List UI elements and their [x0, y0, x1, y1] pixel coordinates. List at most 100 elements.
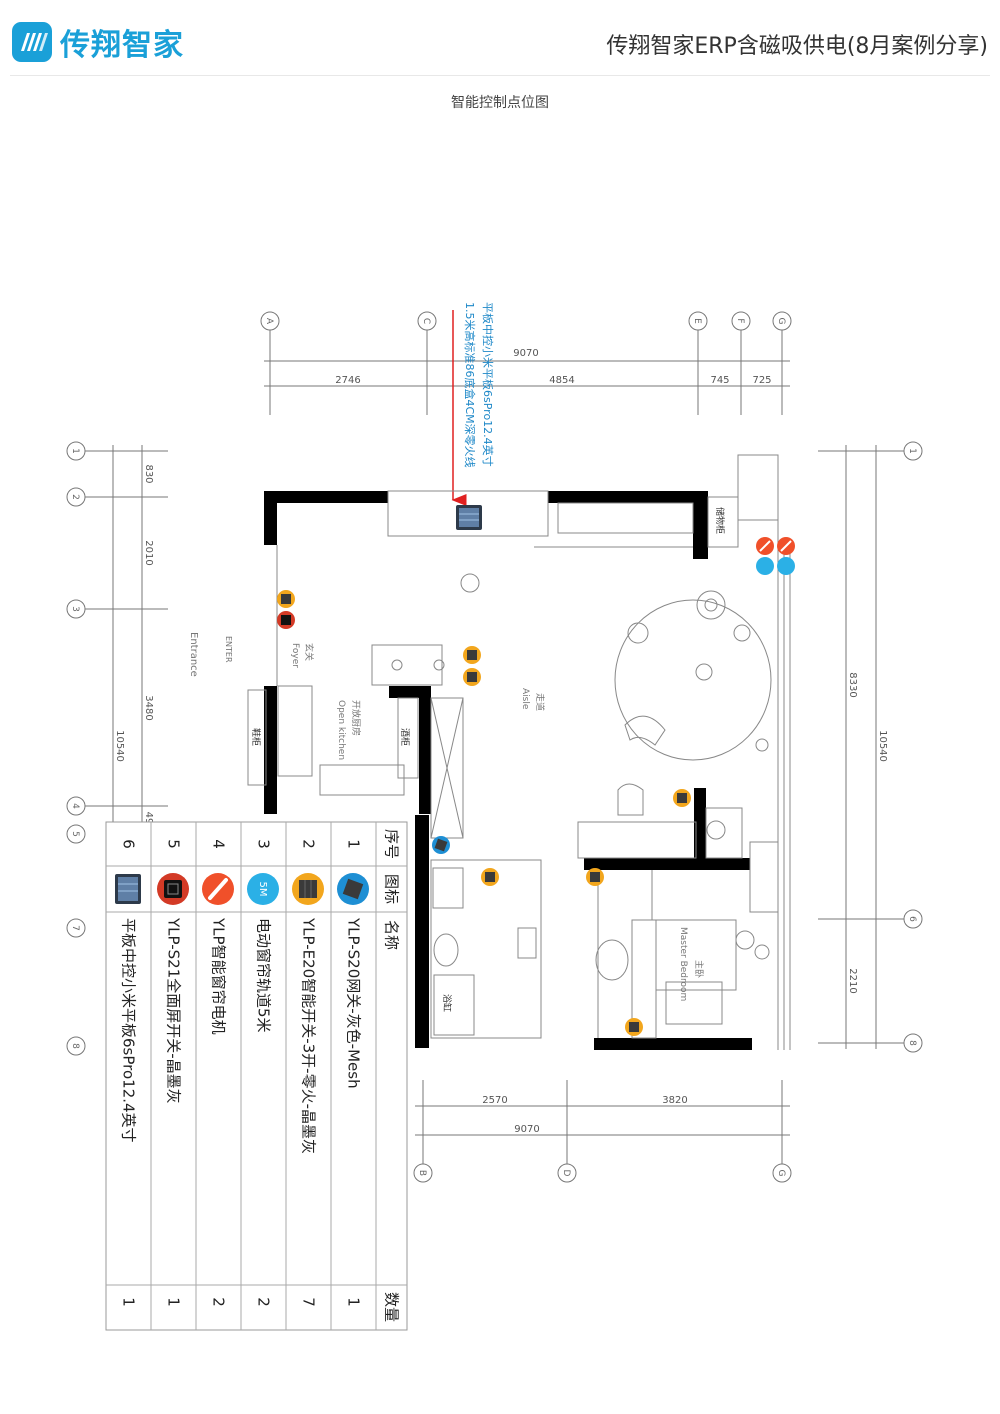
tablet-icon: [115, 874, 141, 904]
bottom-axis-label-b: B: [417, 1170, 427, 1176]
room-label-open-kitchen-cn: 开放厨房: [350, 700, 362, 736]
legend-row-index: 6: [120, 839, 138, 849]
room-label-storage-cabinet: 储物柜: [714, 507, 726, 534]
dim-left-part-4: 49: [143, 812, 154, 825]
room-label-aisle-cn: 走道: [534, 693, 546, 711]
dim-left-total: 10540: [114, 730, 125, 762]
legend-header-index: 序号: [383, 829, 401, 859]
top-dimensions: [264, 360, 790, 387]
brand-logo[interactable]: 传翔智家: [12, 20, 184, 64]
brand-logo-icon: [12, 22, 52, 62]
brand-name: 传翔智家: [60, 28, 184, 63]
device-markers: [277, 505, 795, 1036]
walls: [264, 491, 752, 1050]
room-label-wine-cabinet: 酒柜: [399, 728, 411, 746]
marker-switch-icon[interactable]: [673, 789, 691, 807]
drawing-subtitle: 智能控制点位图: [451, 95, 549, 111]
legend-header-name: 名称: [383, 920, 401, 950]
marker-curtain-motor-icon[interactable]: [777, 537, 795, 555]
axis-label-e: E: [692, 318, 702, 324]
curtain-track-icon-text: 5M: [257, 882, 268, 897]
room-label-bathtub: 浴缸: [441, 994, 453, 1012]
dim-right-total: 10540: [877, 730, 888, 762]
dim-bottom-part-1: 2570: [482, 1095, 507, 1106]
axis-label-f: F: [735, 318, 745, 323]
marker-fullscreen-switch-icon[interactable]: [277, 611, 295, 629]
legend-row-qty: 2: [210, 1297, 228, 1307]
document-title: 传翔智家ERP含磁吸供电(8月案例分享): [606, 34, 988, 59]
marker-switch-icon[interactable]: [586, 868, 604, 886]
axis-label-a: A: [264, 318, 274, 325]
header-divider: [10, 75, 990, 76]
legend-header-qty: 数量: [383, 1292, 401, 1322]
legend-row-name: YLP-S21全面屏开关-晶墨灰: [165, 917, 183, 1104]
axis-label-c: C: [421, 318, 431, 324]
smart-switch-icon: [292, 873, 324, 905]
legend-row-qty: 1: [165, 1297, 183, 1307]
room-label-enter: ENTER: [224, 636, 233, 663]
legend-header-icon: 图标: [383, 874, 401, 904]
legend-row-index: 4: [210, 839, 228, 849]
legend-table: 序号 图标 名称 数量 1 YLP-S20网关-灰色-Mesh 1 2 YLP-…: [105, 821, 408, 1331]
bottom-dimensions: [413, 1080, 792, 1183]
legend-row-qty: 2: [255, 1297, 273, 1307]
interior-outlines: [247, 454, 791, 1050]
room-label-foyer: Foyer: [290, 643, 300, 668]
right-row-label-1: 1: [907, 448, 917, 454]
row-label-4: 4: [70, 803, 80, 809]
gateway-icon: [337, 873, 369, 905]
dim-right-part-1: 8330: [847, 672, 858, 697]
page-header: 传翔智家 传翔智家ERP含磁吸供电(8月案例分享): [0, 0, 1000, 76]
room-label-shoe-cabinet: 鞋柜: [250, 728, 262, 746]
row-label-7: 7: [70, 925, 80, 931]
marker-tablet-icon[interactable]: [456, 505, 482, 530]
legend-row-index: 3: [255, 839, 273, 849]
dim-bottom-total: 9070: [514, 1124, 539, 1135]
top-axis-bubbles: [260, 311, 792, 415]
dim-top-total: 9070: [513, 348, 538, 359]
dim-left-part-3: 3480: [143, 695, 154, 720]
room-label-aisle: Aisle: [520, 688, 530, 710]
dim-top-part-2: 4854: [549, 375, 574, 386]
annotation-tablet-line2: 1.5米高标准86底盒4CM深零火线: [463, 302, 477, 468]
marker-switch-icon[interactable]: [277, 590, 295, 608]
marker-switch-icon[interactable]: [625, 1018, 643, 1036]
marker-switch-icon[interactable]: [481, 868, 499, 886]
annotation-tablet-line1: 平板中控小米平板6sPro12.4英寸: [481, 302, 495, 467]
row-label-3: 3: [70, 606, 80, 612]
curtain-motor-icon: [202, 873, 234, 905]
right-axis-bubbles: [818, 441, 923, 1053]
dim-top-part-3: 745: [710, 375, 729, 386]
living-furniture: [391, 573, 772, 981]
right-row-label-8: 8: [907, 1040, 917, 1046]
legend-row-index: 5: [165, 839, 183, 849]
legend-row-name: YLP-E20智能开关-3开-零火-晶墨灰: [300, 917, 318, 1154]
marker-curtain-track-icon[interactable]: [777, 557, 795, 575]
marker-gateway-icon[interactable]: [432, 836, 450, 854]
dim-top-part-4: 725: [752, 375, 771, 386]
marker-switch-icon[interactable]: [463, 668, 481, 686]
legend-row-name: 平板中控小米平板6sPro12.4英寸: [120, 918, 138, 1143]
left-axis-bubbles: [66, 441, 168, 1056]
legend-row-name: YLP-S20网关-灰色-Mesh: [345, 917, 363, 1089]
row-label-5: 5: [70, 831, 80, 837]
right-row-label-6: 6: [907, 916, 917, 922]
room-label-foyer-cn: 玄关: [303, 643, 315, 661]
marker-switch-icon[interactable]: [463, 646, 481, 664]
room-label-open-kitchen: Open kitchen: [336, 700, 346, 760]
marker-curtain-track-icon[interactable]: [756, 557, 774, 575]
room-label-entrance: Entrance: [188, 632, 199, 677]
legend-row-name: 电动窗帘轨道5米: [255, 918, 273, 1033]
bottom-axis-label-d: D: [561, 1170, 571, 1177]
legend-row-qty: 1: [120, 1297, 138, 1307]
marker-curtain-motor-icon[interactable]: [756, 537, 774, 555]
legend-row-qty: 1: [345, 1297, 363, 1307]
legend-row-name: YLP智能窗帘电机: [210, 917, 228, 1035]
dim-top-part-1: 2746: [335, 375, 360, 386]
legend-row-index: 1: [345, 839, 363, 849]
dim-bottom-part-2: 3820: [662, 1095, 687, 1106]
row-label-2: 2: [70, 494, 80, 500]
room-label-master-bedroom: Master Bedroom: [678, 927, 688, 1001]
row-label-1: 1: [70, 448, 80, 454]
